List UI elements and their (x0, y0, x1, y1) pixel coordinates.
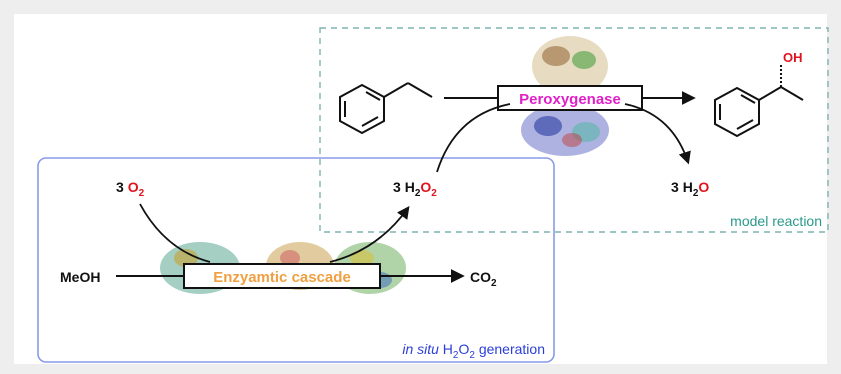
cascade-label-box (183, 263, 381, 289)
peroxygenase-to-water-curve (624, 103, 691, 165)
figure-frame (14, 14, 827, 364)
co2-label: CO2 (470, 269, 497, 289)
h2o2-to-peroxygenase-curve (436, 103, 511, 173)
cascade-to-h2o2-curve (329, 205, 410, 263)
oxygen-to-cascade-curve (139, 203, 211, 263)
h2o2-label: 3 H2O2 (393, 179, 437, 199)
peroxygenase-label: Peroxygenase (519, 91, 621, 108)
cascade-label: Enzyamtic cascade (213, 269, 351, 286)
product-oh-label: OH (783, 50, 803, 65)
model-reaction-box (319, 27, 829, 233)
in-situ-caption: in situ H2O2 generation (402, 341, 545, 361)
peroxygenase-label-box (497, 85, 643, 111)
methanol-label: MeOH (60, 269, 100, 285)
oxygen-label: 3 O2 (116, 179, 145, 199)
ethylbenzene-structure (339, 82, 433, 135)
model-reaction-caption: model reaction (730, 213, 822, 229)
in-situ-box (37, 157, 555, 363)
water-label: 3 H2O (671, 179, 709, 199)
peroxygenase-protein-image (521, 36, 609, 156)
phenylethanol-structure (714, 64, 804, 138)
